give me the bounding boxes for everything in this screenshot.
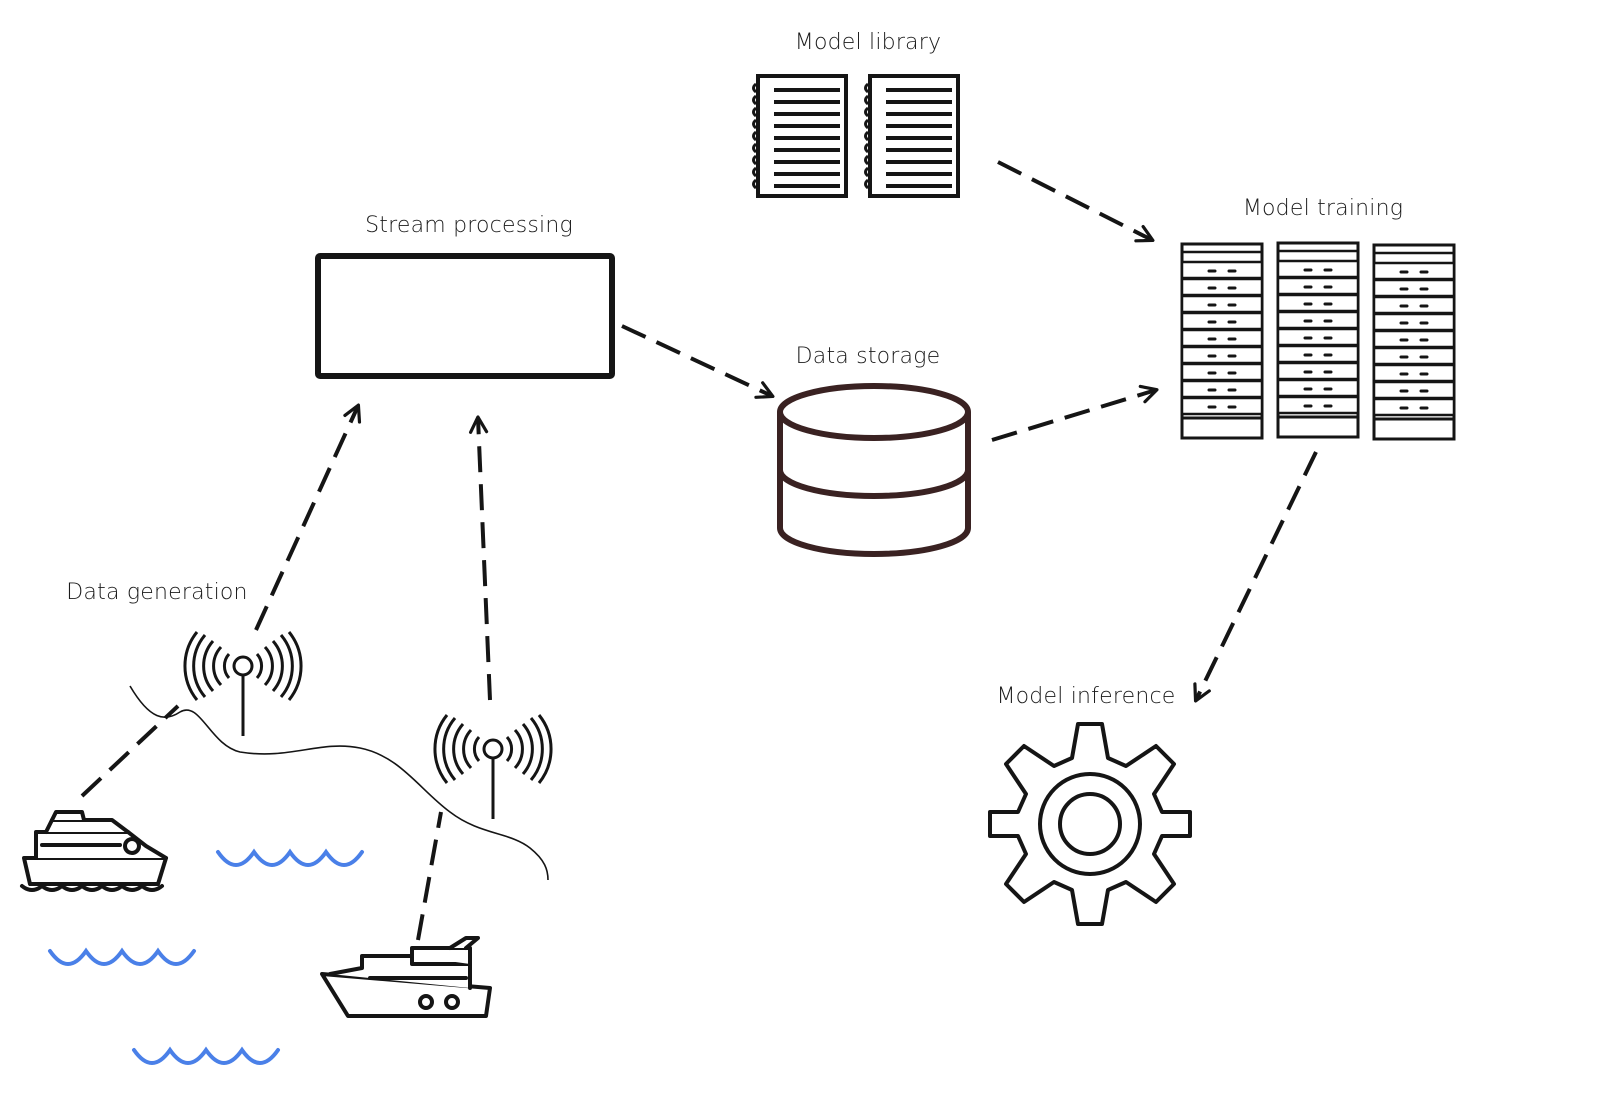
arrow-storage-to-training [991,384,1159,442]
database-icon [777,383,971,557]
arrow-library-to-training [997,160,1155,243]
ship-icon [320,936,492,1018]
model-library-label: Model library [794,30,942,55]
model-training-label: Model training [1242,196,1404,221]
stream-processing-label: Stream processing [365,213,573,238]
wave-icon [48,949,196,966]
arrow-stream-to-storage [621,324,775,399]
stream-processing-box [315,253,615,379]
arrow-antenna1-to-stream [254,403,362,631]
data-storage-label: Data storage [795,344,941,369]
link-ship1-to-antenna1 [80,704,180,798]
wave-icon [216,850,364,867]
ship-icon [20,810,168,892]
wave-icon [132,1048,280,1065]
antenna-icon [433,713,553,821]
model-inference-label: Model inference [996,684,1176,709]
arrow-training-to-inference [1193,451,1318,703]
server-rack-icon [1182,243,1454,439]
model-library-notebooks-icon [751,74,960,198]
arrow-antenna2-to-stream [469,415,492,701]
coastline [129,685,549,881]
data-generation-label: Data generation [66,580,248,605]
gear-icon [988,722,1192,926]
link-ship2-to-antenna2 [416,811,443,941]
